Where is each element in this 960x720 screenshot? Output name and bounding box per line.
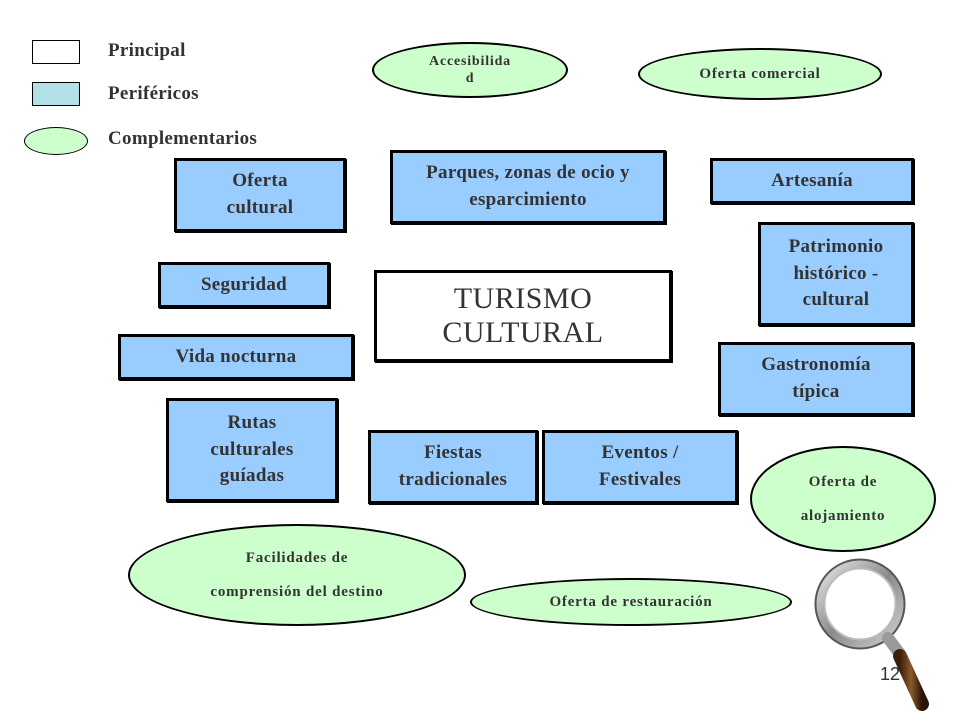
legend-label-complementarios: Complementarios [108, 128, 258, 149]
box-gastronomia: Gastronomía típica [718, 342, 914, 416]
ellipse-oferta-comercial: Oferta comercial [638, 48, 882, 100]
legend-label-principal: Principal [108, 40, 186, 61]
box-artesania: Artesanía [710, 158, 914, 204]
box-parques-label: Parques, zonas de ocio y esparcimiento [426, 162, 630, 210]
legend-swatch-complementarios [24, 127, 88, 155]
box-fiestas: Fiestas tradicionales [368, 430, 538, 504]
box-turismo-cultural-label: TURISMO CULTURAL [442, 281, 604, 350]
ellipse-oferta-comercial-label: Oferta comercial [699, 65, 821, 82]
magnifying-glass-icon [814, 558, 929, 711]
ellipse-facilidades-label: Facilidades de comprensión del destino [210, 549, 384, 601]
ellipse-alojamiento: Oferta de alojamiento [750, 446, 936, 552]
box-patrimonio: Patrimonio histórico - cultural [758, 222, 914, 326]
ellipse-accesibilidad: Accesibilida d [372, 42, 568, 98]
ellipse-restauracion: Oferta de restauración [470, 578, 792, 626]
ellipse-facilidades: Facilidades de comprensión del destino [128, 524, 466, 626]
ellipse-accesibilidad-label: Accesibilida d [429, 53, 511, 87]
box-fiestas-label: Fiestas tradicionales [398, 442, 508, 490]
box-artesania-label: Artesanía [771, 169, 853, 191]
box-parques: Parques, zonas de ocio y esparcimiento [390, 150, 666, 224]
legend-swatch-perifericos [32, 82, 80, 106]
box-seguridad-label: Seguridad [200, 273, 288, 295]
box-gastronomia-label: Gastronomía típica [761, 354, 871, 402]
box-oferta-cultural-label: Oferta cultural [226, 170, 294, 218]
ellipse-restauracion-label: Oferta de restauración [549, 593, 713, 610]
box-seguridad: Seguridad [158, 262, 330, 308]
legend-swatch-principal [32, 40, 80, 64]
box-eventos-label: Eventos / Festivales [598, 442, 682, 490]
legend-label-perifericos: Periféricos [108, 83, 199, 104]
ellipse-alojamiento-label: Oferta de alojamiento [800, 473, 886, 525]
box-rutas-label: Rutas culturales guíadas [210, 412, 294, 487]
box-vida-nocturna-label: Vida nocturna [175, 345, 297, 367]
box-rutas: Rutas culturales guíadas [166, 398, 338, 502]
page-number: 12 [880, 664, 901, 684]
box-patrimonio-label: Patrimonio histórico - cultural [788, 236, 884, 311]
box-turismo-cultural: TURISMO CULTURAL [374, 270, 672, 362]
box-vida-nocturna: Vida nocturna [118, 334, 354, 380]
box-eventos: Eventos / Festivales [542, 430, 738, 504]
box-oferta-cultural: Oferta cultural [174, 158, 346, 232]
